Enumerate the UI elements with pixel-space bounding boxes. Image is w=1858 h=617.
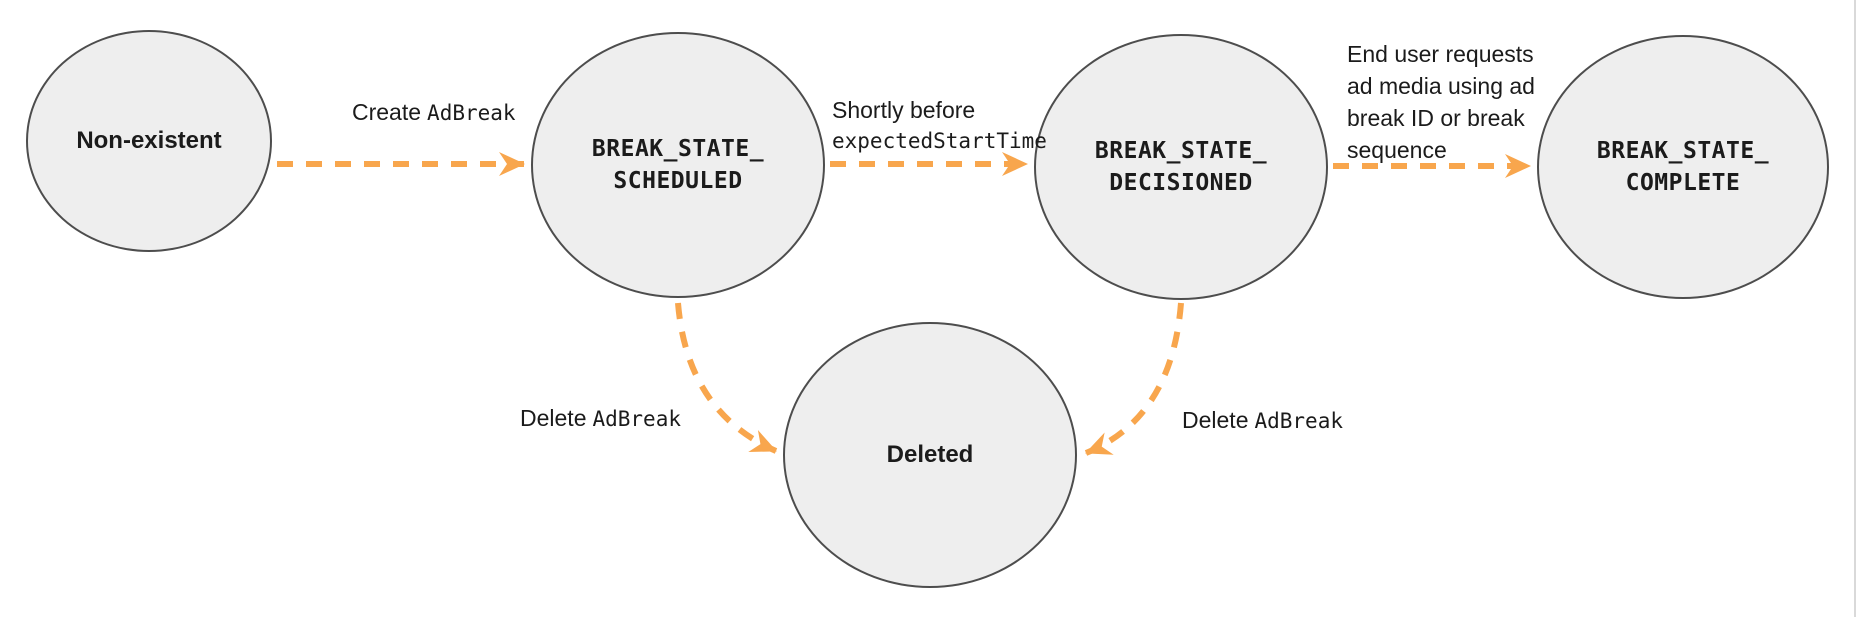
state-label-line: COMPLETE — [1625, 170, 1741, 196]
edge-delete-adbreak-left-arrow — [675, 302, 778, 454]
state-label-break-state-decisioned: BREAK_STATE_ DECISIONED — [1095, 135, 1267, 199]
state-label-line: Deleted — [886, 441, 974, 468]
state-label-line: Non-existent — [76, 127, 222, 154]
state-node-deleted: Deleted — [783, 322, 1077, 588]
state-label-line: BREAK_STATE_ — [1094, 138, 1268, 164]
edge-label-code: expectedStartTime — [832, 129, 1047, 153]
state-label-break-state-scheduled: BREAK_STATE_ SCHEDULED — [592, 133, 764, 197]
edge-label-text: sequence — [1347, 137, 1447, 163]
edge-label-text: End user requests — [1347, 41, 1534, 67]
edge-label-code: AdBreak — [592, 407, 681, 431]
state-node-break-state-complete: BREAK_STATE_ COMPLETE — [1537, 35, 1829, 299]
state-label-deleted: Deleted — [887, 439, 974, 471]
edge-label-shortly-before: Shortly before expectedStartTime — [832, 95, 1047, 157]
state-label-break-state-complete: BREAK_STATE_ COMPLETE — [1597, 135, 1769, 199]
edge-delete-adbreak-right-arrow — [1084, 302, 1184, 456]
state-node-non-existent: Non-existent — [26, 30, 272, 252]
state-node-break-state-scheduled: BREAK_STATE_ SCHEDULED — [531, 32, 825, 298]
edge-label-text: break ID or break — [1347, 105, 1525, 131]
state-label-line: SCHEDULED — [613, 168, 743, 194]
edge-label-text: Delete — [520, 405, 587, 431]
edge-label-end-user-requests: End user requests ad media using ad brea… — [1347, 38, 1535, 166]
state-node-break-state-decisioned: BREAK_STATE_ DECISIONED — [1034, 34, 1328, 300]
edge-label-text: Delete — [1182, 407, 1249, 433]
edge-label-text: Create — [352, 99, 422, 125]
state-label-non-existent: Non-existent — [76, 125, 221, 157]
edge-label-code: AdBreak — [427, 101, 516, 125]
edge-label-text: Shortly before — [832, 97, 976, 123]
edge-label-code: AdBreak — [1254, 409, 1343, 433]
state-label-line: DECISIONED — [1109, 170, 1253, 196]
edge-label-text: ad media using ad — [1347, 73, 1535, 99]
state-label-line: BREAK_STATE_ — [1596, 138, 1770, 164]
page-right-border — [1854, 0, 1856, 617]
state-label-line: BREAK_STATE_ — [591, 136, 765, 162]
